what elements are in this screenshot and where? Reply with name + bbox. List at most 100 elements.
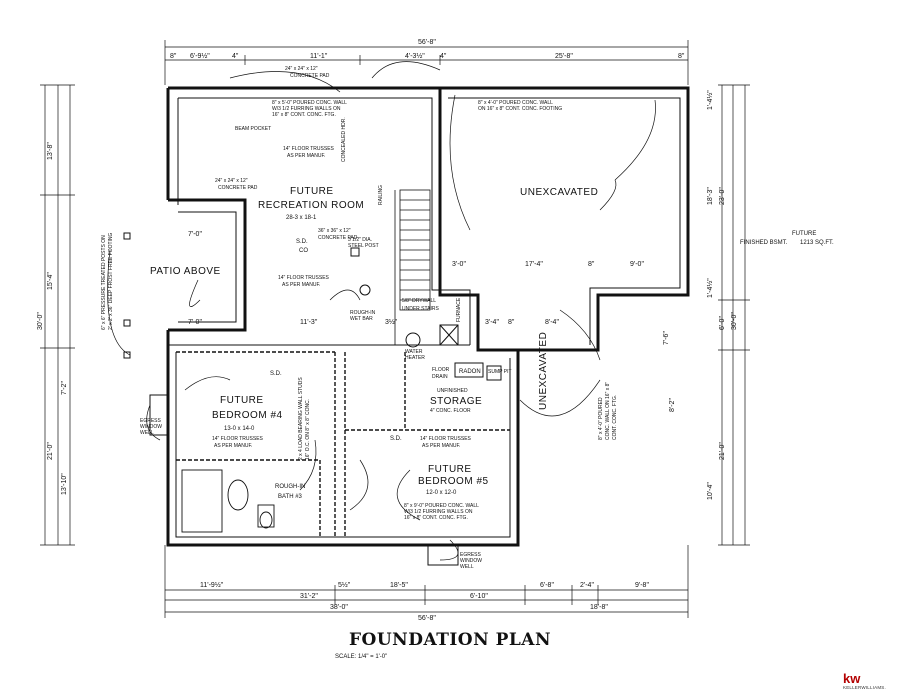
- dimension-labels: 56'-8" 8" 6'-9½" 4" 11'-1" 4'-3½" 4" 25'…: [37, 39, 738, 622]
- bedroom5-size: 12-0 x 12-0: [426, 490, 457, 496]
- dim-inner-4: 9'-0": [630, 261, 644, 268]
- note-pressure-treated2: 2' x 2' x 36" DEEP FROST FREE FOOTING: [108, 232, 114, 330]
- dim-right-6: 30'-0": [731, 312, 738, 330]
- rec-room-name: RECREATION ROOM: [258, 200, 364, 211]
- posts: [123, 232, 360, 359]
- note-floor-drain2: DRAIN: [432, 374, 448, 380]
- note-wet-bar: WET BAR: [350, 316, 373, 322]
- egress-wells: [149, 394, 459, 566]
- dim-bottom-10: 18'-8": [590, 604, 608, 611]
- kw-logo-text: KELLERWILLIAMS.: [843, 685, 886, 690]
- dim-right-7: 7'-6": [663, 331, 670, 345]
- note-drywall2: UNDER STAIRS: [402, 306, 440, 312]
- future-note-1: FUTURE: [792, 231, 816, 237]
- dim-right-5: 6'-0": [719, 316, 726, 330]
- note-concealed-hdr: CONCEALED HDR.: [341, 117, 347, 162]
- dim-inner-3: 8": [588, 261, 595, 268]
- bath-roughin-label: ROUGH-IN: [275, 484, 305, 490]
- note-wall-4ft-b: CONC. WALL ON 16" x 8": [605, 382, 611, 440]
- dim-inner-patio-bottom: 7'-0": [188, 319, 202, 326]
- note-sd-bed4: S.D.: [270, 371, 282, 377]
- note-load-bearing2: 16" O.C. ON 8" x 8" CONC.: [305, 399, 311, 460]
- dim-left-6: 13'-10": [61, 473, 68, 495]
- dim-left-3: 30'-0": [37, 312, 44, 330]
- dim-top-1: 8": [170, 53, 177, 60]
- future-note-2: FINISHED BSMT.: [740, 240, 788, 246]
- dim-right-2: 18'-3": [707, 187, 714, 205]
- note-co: CO: [299, 248, 308, 254]
- note-conc-pad-mid2: CONCRETE PAD: [218, 185, 258, 191]
- note-beam-pocket: BEAM POCKET: [235, 126, 271, 132]
- plan-title: FOUNDATION PLAN: [348, 630, 552, 650]
- sump-label: SUMP PIT: [488, 369, 512, 375]
- note-water-heater2: HEATER: [405, 355, 425, 361]
- note-floor-trusses-bed5b: AS PER MANUF.: [422, 443, 460, 449]
- radon-label: RADON: [459, 369, 481, 375]
- dim-right-9: 21'-0": [719, 442, 726, 460]
- dim-top-overall: 56'-8": [418, 39, 436, 46]
- note-floor-trusses-bed5: 14" FLOOR TRUSSES: [420, 436, 472, 442]
- note-wall-4ft-c: CONT. CONC. FTG.: [612, 395, 618, 440]
- storage-floor: 4" CONC. FLOOR: [430, 408, 471, 414]
- wall-inner-lines: [168, 97, 681, 538]
- dim-left-5: 21'-0": [47, 442, 54, 460]
- note-sd-rec: S.D.: [296, 239, 308, 245]
- note-rough-in-wet-bar: ROUGH-IN: [350, 310, 376, 316]
- note-wall-9ft-a: 8" x 9'-0" POURED CONC. WALL: [404, 503, 479, 509]
- note-wall-top-c: 16" x 8" CONT. CONC. FTG.: [272, 112, 336, 118]
- bedroom5-name: BEDROOM #5: [418, 476, 489, 487]
- note-floor-drain: FLOOR: [432, 367, 450, 373]
- note-pressure-treated: 6" x 6" PRESSURE TREATED POSTS ON: [101, 235, 107, 330]
- dim-inner-2: 3'-0": [452, 261, 466, 268]
- dim-bottom-2: 5½": [338, 581, 351, 589]
- note-wall-9ft-b: W/3 1/2 FURRING WALLS ON: [404, 509, 473, 515]
- note-floor-trusses-rec: 14" FLOOR TRUSSES: [278, 275, 330, 281]
- bedroom4-name: BEDROOM #4: [212, 410, 283, 421]
- dim-left-1: 13'-8": [47, 142, 54, 160]
- bath-name: BATH #3: [278, 494, 303, 500]
- dim-right-4: 1'-4½": [706, 278, 714, 298]
- leader-curves: [107, 61, 656, 561]
- dim-top-8: 8": [678, 53, 685, 60]
- storage-name: STORAGE: [430, 396, 482, 407]
- note-water-heater: WATER: [405, 349, 423, 355]
- unexcavated-east-label: UNEXCAVATED: [538, 332, 549, 410]
- dim-top-2: 6'-9½": [190, 52, 210, 60]
- dim-bottom-6: 9'-8": [635, 582, 649, 589]
- dim-bottom-5: 2'-4": [580, 582, 594, 589]
- interior-partitions: [176, 351, 510, 537]
- dimension-lines: [40, 40, 750, 618]
- dim-inner-patio-top: 7'-0": [188, 231, 202, 238]
- note-wall-right-a: 8" x 4'-0" POURED CONC. WALL: [478, 100, 553, 106]
- note-furnace: FURNACE: [456, 297, 462, 322]
- dim-inner-8: 11'-3": [300, 319, 318, 326]
- note-floor-trusses-rec2: AS PER MANUF.: [282, 282, 320, 288]
- stairs: [394, 189, 431, 345]
- dim-top-3: 4": [232, 53, 239, 60]
- note-wall-9ft-c: 16" x 8" CONT. CONC. FTG.: [404, 515, 468, 521]
- note-load-bearing: 2 x 4 LOAD BEARING WALL STUDS: [298, 377, 304, 460]
- dim-right-10: 10'-4": [707, 482, 714, 500]
- note-conc-pad-mid: 24" x 24" x 12": [215, 178, 248, 184]
- dim-bottom-8: 6'-10": [470, 593, 488, 600]
- bedroom4-future-label: FUTURE: [220, 395, 264, 406]
- dim-right-3: 23'-0": [719, 187, 726, 205]
- dim-left-2: 15'-4": [47, 272, 54, 290]
- dim-top-6: 4": [440, 53, 447, 60]
- rec-room-future-label: FUTURE: [290, 186, 334, 197]
- note-wall-top-b: W/3 1/2 FURRING WALLS ON: [272, 106, 341, 112]
- note-drywall: 5/8" DRYWALL: [402, 298, 436, 304]
- dim-top-7: 25'-8": [555, 53, 573, 60]
- note-floor-trusses: 14" FLOOR TRUSSES: [283, 146, 335, 152]
- note-egress-south2: WINDOW: [460, 558, 482, 564]
- note-conc-pad-top2: CONCRETE PAD: [290, 73, 330, 79]
- note-sd-bed5: S.D.: [390, 436, 402, 442]
- note-floor-trusses2: AS PER MANUF.: [287, 153, 325, 159]
- note-egress-south: EGRESS: [460, 552, 482, 558]
- mechanical-equipment: [359, 284, 502, 381]
- dim-bottom-11: 56'-8": [418, 615, 436, 622]
- rec-room-size: 28-3 x 18-1: [286, 215, 317, 221]
- note-wall-4ft-a: 8" x 4'-0" POURED: [598, 397, 604, 440]
- dim-bottom-1: 11'-9½": [200, 581, 224, 589]
